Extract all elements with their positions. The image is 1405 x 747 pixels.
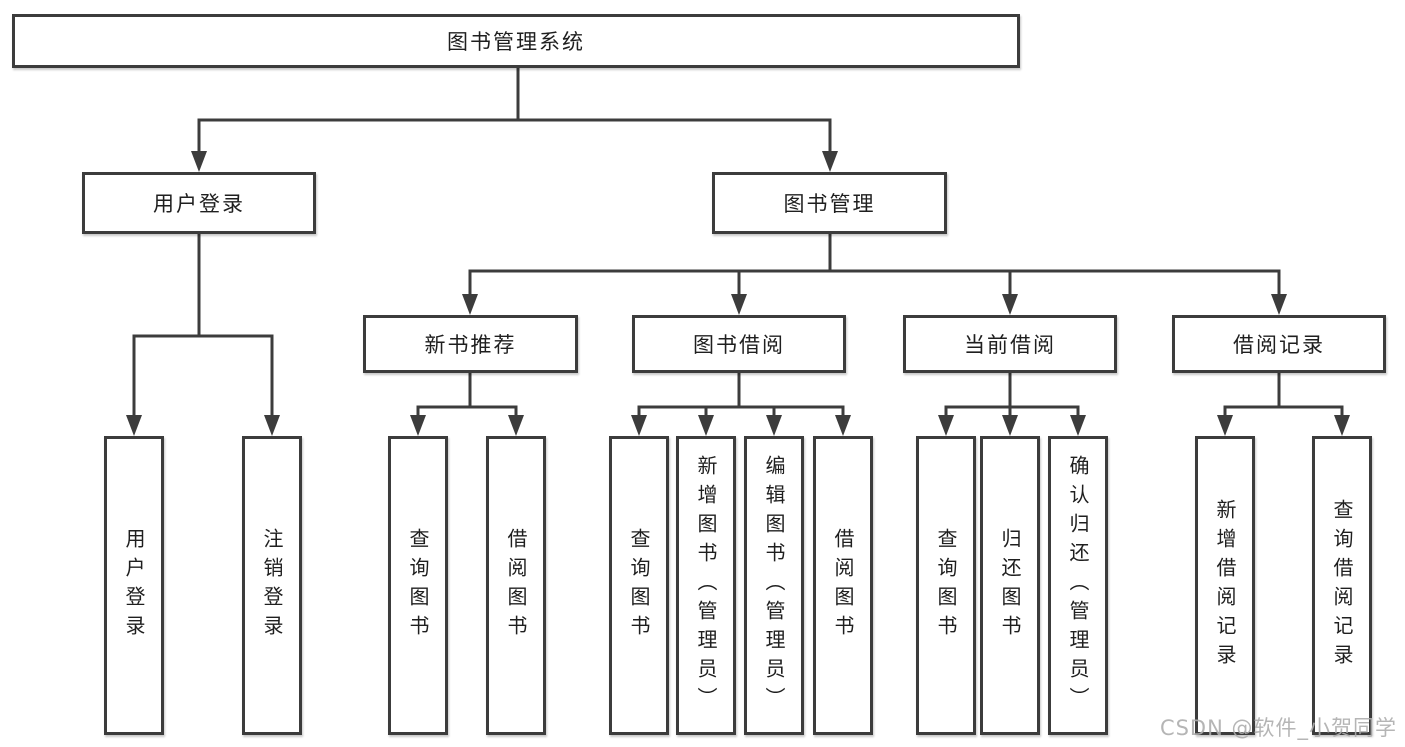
node-book-management: 图书管理 [712,172,947,234]
node-leaf-return-books: 归还图书 [980,436,1040,735]
node-label: 查询借阅记录 [1330,498,1354,673]
node-leaf-borrow-books-recommend: 借阅图书 [486,436,546,735]
node-leaf-add-borrow-record: 新增借阅记录 [1195,436,1255,735]
node-leaf-add-books-admin: 新增图书（管理员） [676,436,736,735]
node-label: 用户登录 [122,527,146,644]
node-label: 查询图书 [406,527,430,644]
node-label: 编辑图书（管理员） [762,455,786,716]
node-label: 新增图书（管理员） [694,455,718,716]
node-library-system: 图书管理系统 [12,14,1020,68]
node-leaf-logout: 注销登录 [242,436,302,735]
connector-segments [132,66,1344,419]
node-leaf-query-books-borrowing: 查询图书 [609,436,669,735]
node-new-book-recommend: 新书推荐 [363,315,578,373]
node-leaf-query-books-current: 查询图书 [916,436,976,735]
node-leaf-borrow-books: 借阅图书 [813,436,873,735]
node-user-login: 用户登录 [82,172,316,234]
node-leaf-edit-books-admin: 编辑图书（管理员） [744,436,804,735]
node-label: 确认归还（管理员） [1066,455,1090,716]
node-borrow-records: 借阅记录 [1172,315,1386,373]
node-label: 归还图书 [998,527,1022,644]
node-current-borrowing: 当前借阅 [903,315,1117,373]
node-leaf-query-borrow-record: 查询借阅记录 [1312,436,1372,735]
csdn-watermark: CSDN @软件_小贺同学 [1159,716,1397,740]
node-leaf-query-books-recommend: 查询图书 [388,436,448,735]
node-leaf-confirm-return-admin: 确认归还（管理员） [1048,436,1108,735]
node-book-borrowing: 图书借阅 [632,315,846,373]
node-label: 借阅图书 [504,527,528,644]
node-label: 注销登录 [260,527,284,644]
node-label: 查询图书 [627,527,651,644]
node-leaf-user-login: 用户登录 [104,436,164,735]
node-label: 新增借阅记录 [1213,498,1237,673]
node-label: 查询图书 [934,527,958,644]
node-label: 借阅图书 [831,527,855,644]
